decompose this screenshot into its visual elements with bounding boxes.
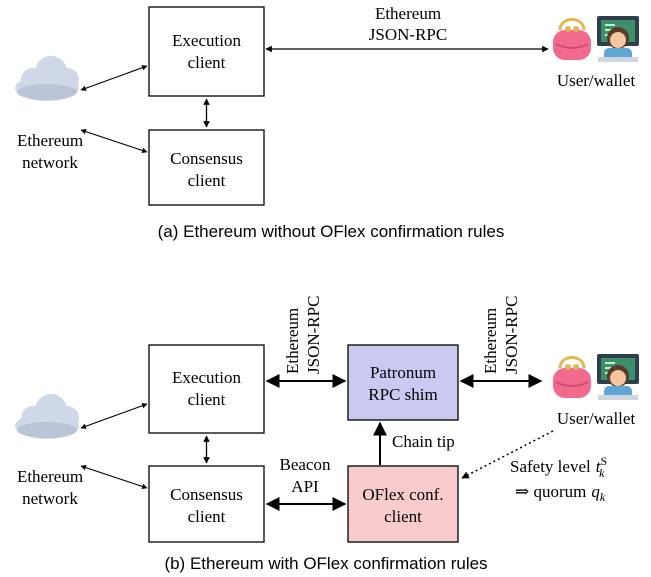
beacon-api-label-line2: API <box>291 477 319 496</box>
consensus-client-box <box>148 129 265 206</box>
caption-a: (a) Ethereum without OFlex confirmation … <box>158 222 505 241</box>
patronum-shim-box <box>347 344 459 421</box>
purse-icon <box>551 18 593 62</box>
execution-client-box <box>148 6 265 97</box>
patronum-shim-label-line1: Patronum <box>370 363 436 382</box>
consensus-client-box <box>148 465 265 543</box>
diagram-b: Execution client Consensus client Ethere… <box>15 296 640 573</box>
network-execution-arrow <box>80 403 148 429</box>
patronum-shim-label-line2: RPC shim <box>368 385 437 404</box>
technologist-icon <box>596 15 640 63</box>
beacon-api-label-line1: Beacon <box>280 455 331 474</box>
ethereum-network-label-line1: Ethereum <box>17 467 83 486</box>
caption-b: (b) Ethereum with OFlex confirmation rul… <box>164 554 487 573</box>
execution-client-box <box>148 344 265 434</box>
oflex-client-label-line2: client <box>384 507 422 526</box>
execution-client-label-line2: client <box>188 390 226 409</box>
chain-tip-label: Chain tip <box>392 432 455 451</box>
user-oflex-dotted-arrow <box>461 430 554 479</box>
user-wallet-label: User/wallet <box>557 71 636 90</box>
json-rpc-left-label-line1: Ethereum <box>283 308 302 374</box>
execution-client-label-line2: client <box>188 53 226 72</box>
consensus-client-label-line1: Consensus <box>170 485 243 504</box>
json-rpc-label-line2: JSON-RPC <box>369 25 447 44</box>
user-wallet-label: User/wallet <box>557 409 636 428</box>
json-rpc-right-label-line2: JSON-RPC <box>502 296 521 374</box>
diagram-a: Execution client Consensus client Ethere… <box>15 4 640 241</box>
json-rpc-right-label-line1: Ethereum <box>481 308 500 374</box>
ethereum-network-label-line1: Ethereum <box>17 131 83 150</box>
ethereum-network-label-line2: network <box>22 153 78 172</box>
oflex-client-box <box>347 465 459 543</box>
ethereum-network-label-line2: network <box>22 489 78 508</box>
json-rpc-left-label-line2: JSON-RPC <box>304 296 323 374</box>
json-rpc-label-line1: Ethereum <box>375 4 441 23</box>
technologist-icon <box>596 353 640 401</box>
consensus-client-label-line2: client <box>188 171 226 190</box>
cloud-icon <box>15 394 79 439</box>
execution-client-label-line1: Execution <box>172 31 241 50</box>
consensus-client-label-line1: Consensus <box>170 149 243 168</box>
network-consensus-arrow <box>80 464 148 490</box>
purse-icon <box>551 356 593 400</box>
cloud-icon <box>15 56 79 101</box>
oflex-client-label-line1: OFlex conf. <box>362 485 443 504</box>
execution-client-label-line1: Execution <box>172 368 241 387</box>
network-consensus-arrow <box>80 128 148 154</box>
consensus-client-label-line2: client <box>188 507 226 526</box>
network-execution-arrow <box>80 65 148 91</box>
